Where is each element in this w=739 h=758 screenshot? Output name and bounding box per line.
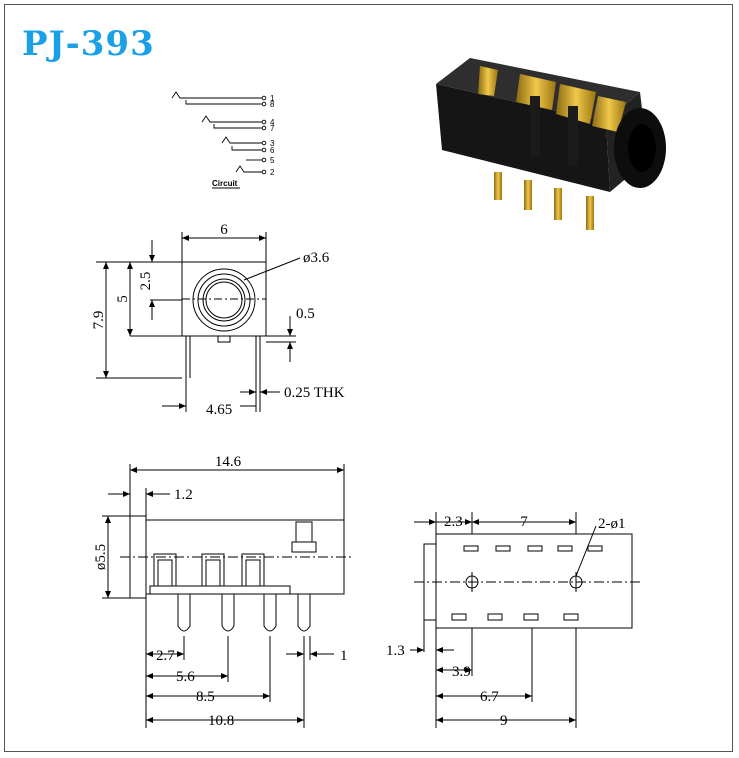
dim-d2: 5.6 bbox=[176, 669, 195, 685]
page-title: PJ-393 bbox=[22, 24, 155, 64]
circuit-schematic bbox=[171, 91, 267, 189]
product-render bbox=[436, 58, 666, 230]
dim-d1: 2.7 bbox=[156, 648, 175, 664]
dim-d3: 8.5 bbox=[196, 689, 215, 705]
pin-label: 7 bbox=[270, 124, 275, 133]
dim-pin-offset: 4.65 bbox=[206, 402, 232, 418]
dim-left: 2.3 bbox=[444, 514, 463, 530]
circuit-label: Circuit bbox=[212, 179, 238, 188]
dim-length: 14.6 bbox=[215, 454, 242, 470]
frame bbox=[4, 4, 733, 752]
pin-label: 8 bbox=[270, 100, 275, 109]
dim-b3: 9 bbox=[500, 713, 508, 729]
dim-height: 7.9 bbox=[91, 311, 107, 330]
dim-hole: ø3.6 bbox=[303, 250, 330, 266]
dim-width: 6 bbox=[220, 222, 228, 238]
dim-b1: 3.9 bbox=[452, 664, 471, 680]
dim-thickness: 0.25 THK bbox=[284, 385, 345, 401]
side-view bbox=[102, 464, 352, 728]
pin-label: 1 bbox=[270, 94, 275, 103]
pin-label: 6 bbox=[270, 146, 275, 155]
dim-d5: 1 bbox=[340, 648, 348, 664]
bottom-view bbox=[410, 512, 640, 728]
dim-mid: 7 bbox=[520, 514, 528, 530]
dim-2-5: 2.5 bbox=[138, 272, 154, 291]
pin-label: 4 bbox=[270, 118, 275, 127]
pin-label: 5 bbox=[270, 156, 275, 165]
dim-holes: 2-ø1 bbox=[598, 516, 626, 532]
front-view bbox=[96, 232, 301, 412]
dim-d4: 10.8 bbox=[208, 713, 234, 729]
pin-label: 3 bbox=[270, 139, 275, 148]
dim-diameter: ø5.5 bbox=[93, 544, 109, 570]
dim-b2: 6.7 bbox=[480, 689, 499, 705]
dim-pin-width: 0.5 bbox=[296, 306, 315, 322]
dim-front: 1.2 bbox=[174, 487, 193, 503]
dim-edge: 1.3 bbox=[386, 643, 405, 659]
dim-5: 5 bbox=[115, 295, 131, 303]
pin-label: 2 bbox=[270, 168, 275, 177]
